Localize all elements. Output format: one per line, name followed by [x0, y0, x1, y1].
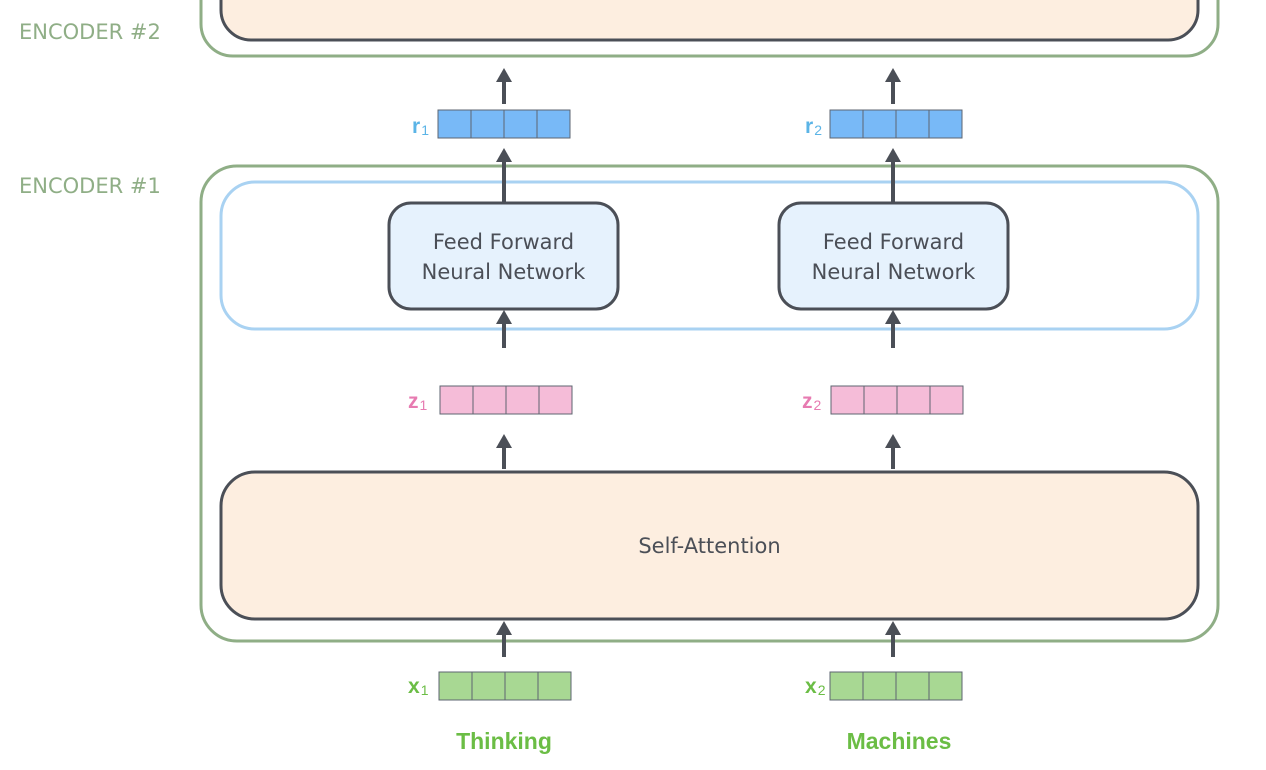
encoder-1: ENCODER #1 Feed Forward Neural Network F… — [19, 164, 1220, 643]
word-machines: Machines — [847, 728, 952, 754]
ffnn-box-2-line1: Feed Forward — [823, 230, 964, 254]
vector-z1-label: z1 — [408, 390, 428, 413]
vector-x1: x1 — [408, 671, 572, 701]
encoder-2-frame — [199, 0, 1220, 58]
vector-x2: x2 — [805, 671, 963, 701]
arrows — [496, 68, 901, 657]
vector-r2-label: r2 — [805, 115, 822, 138]
encoder-1-frame — [199, 164, 1220, 643]
vector-r1-cells — [437, 109, 571, 139]
vector-x1-label: x1 — [408, 675, 429, 698]
arrow-ffnn2-to-r2 — [885, 148, 901, 203]
vector-r1: r1 — [412, 109, 571, 139]
vector-r2: r2 — [805, 109, 963, 139]
arrow-z2-to-ffnn2 — [885, 310, 901, 348]
arrow-ffnn1-to-r1 — [496, 148, 512, 203]
arrow-x1-to-sa — [496, 621, 512, 657]
vector-r1-label: r1 — [412, 115, 429, 138]
ffnn-box-2-line2: Neural Network — [812, 260, 976, 284]
self-attention-label: Self-Attention — [638, 534, 780, 558]
vector-z1-cells — [439, 385, 573, 415]
ffnn-box-1-line2: Neural Network — [422, 260, 586, 284]
vector-r2-cells — [829, 109, 963, 139]
word-thinking: Thinking — [456, 728, 552, 754]
encoder-2-label: ENCODER #2 — [19, 20, 161, 44]
encoder-2: ENCODER #2 — [19, 0, 1220, 58]
self-attention-box: Self-Attention — [219, 470, 1200, 621]
ffnn-box-2: Feed Forward Neural Network — [777, 201, 1010, 311]
vector-z2: z2 — [802, 385, 964, 415]
arrow-r2-up — [885, 68, 901, 104]
arrow-z1-to-ffnn1 — [496, 310, 512, 348]
ffnn-box-1: Feed Forward Neural Network — [387, 201, 620, 311]
vector-x1-cells — [438, 671, 572, 701]
vector-z2-cells — [830, 385, 964, 415]
encoder-1-label: ENCODER #1 — [19, 174, 161, 198]
vector-z2-label: z2 — [802, 390, 822, 413]
vector-z1: z1 — [408, 385, 573, 415]
arrow-r1-up — [496, 68, 512, 104]
vector-x2-label: x2 — [805, 675, 826, 698]
vector-x2-cells — [829, 671, 963, 701]
arrow-sa-to-z2 — [885, 434, 901, 469]
ffnn-group — [219, 180, 1200, 331]
encoder-2-self-attention-box — [219, 0, 1200, 42]
arrow-x2-to-sa — [885, 621, 901, 657]
arrow-sa-to-z1 — [496, 434, 512, 469]
ffnn-box-1-line1: Feed Forward — [433, 230, 574, 254]
